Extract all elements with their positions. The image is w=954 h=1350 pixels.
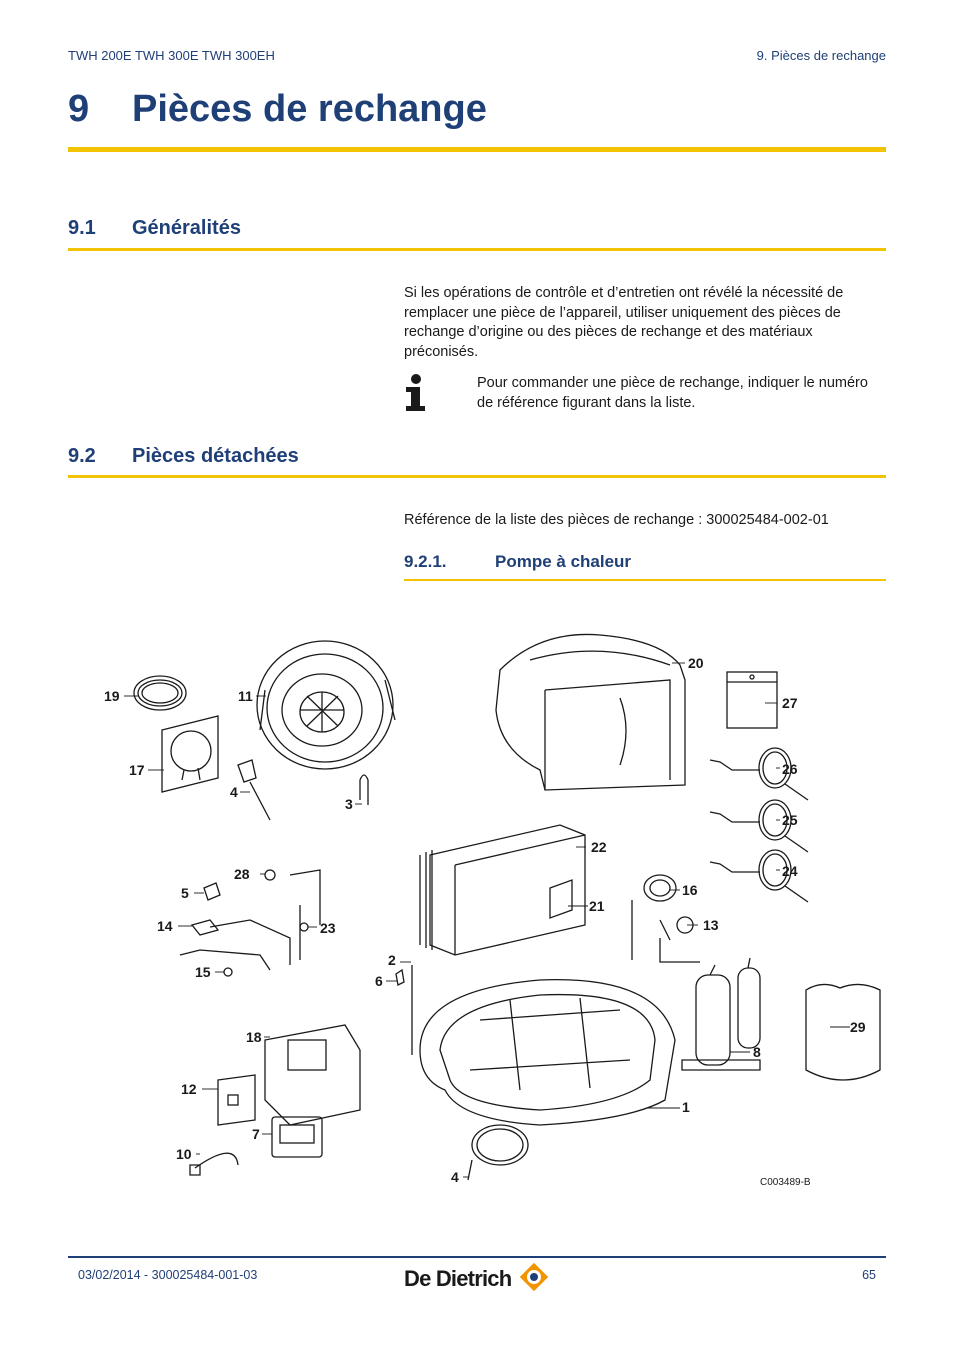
callout: 28 <box>234 866 250 882</box>
callout: 6 <box>375 973 383 989</box>
chapter-rule <box>68 147 886 152</box>
section-heading-pieces-detachees: 9.2 Pièces détachées <box>68 445 299 468</box>
callout: 11 <box>238 688 253 704</box>
brand-logo: De Dietrich <box>404 1262 549 1292</box>
callout: 25 <box>782 812 798 828</box>
callout: 12 <box>181 1081 197 1097</box>
subsection-rule <box>404 579 886 581</box>
parts-list-reference: Référence de la liste des pièces de rech… <box>404 512 829 528</box>
subsection-heading-pompe: 9.2.1. Pompe à chaleur <box>404 552 631 572</box>
info-note-text: Pour commander une pièce de rechange, in… <box>477 375 868 411</box>
subsection-number: 9.2.1. <box>404 552 447 571</box>
callout: 23 <box>320 920 336 936</box>
section-number: 9.1 <box>68 217 96 239</box>
section-title: Généralités <box>132 217 241 239</box>
chapter-number: 9 <box>68 88 90 130</box>
section-rule <box>68 475 886 478</box>
section-number: 9.2 <box>68 445 96 467</box>
running-header-chapter: 9. Pièces de rechange <box>756 48 886 63</box>
info-icon <box>404 374 428 412</box>
callout: 7 <box>252 1126 260 1142</box>
callout: 29 <box>850 1019 866 1035</box>
callout: 8 <box>753 1044 761 1060</box>
callout: 1 <box>682 1099 690 1115</box>
running-header-product: TWH 200E TWH 300E TWH 300EH <box>68 48 275 63</box>
callout: 21 <box>589 898 605 914</box>
generalites-paragraph: Si les opérations de contrôle et d’entre… <box>404 285 844 360</box>
section-heading-generalites: 9.1 Généralités <box>68 217 241 240</box>
section-rule <box>68 248 886 251</box>
callout: 14 <box>157 918 173 934</box>
callout: 17 <box>129 762 145 778</box>
callout: 4 <box>230 784 238 800</box>
callout: 16 <box>682 882 698 898</box>
callout: 5 <box>181 885 189 901</box>
brand-name: De Dietrich <box>404 1266 512 1291</box>
chapter-title-text: Pièces de rechange <box>132 88 487 130</box>
brand-emblem-icon <box>519 1262 548 1292</box>
page-number: 65 <box>862 1268 876 1282</box>
subsection-title: Pompe à chaleur <box>495 552 632 571</box>
callout: 2 <box>388 952 396 968</box>
callout: 3 <box>345 796 353 812</box>
footer-date-ref: 03/02/2014 - 300025484-001-03 <box>78 1268 258 1282</box>
callout: 18 <box>246 1029 262 1045</box>
callout: 22 <box>591 839 607 855</box>
callout: 27 <box>782 695 798 711</box>
section-title: Pièces détachées <box>132 445 299 467</box>
callout: 13 <box>703 917 719 933</box>
figure-reference: C003489-B <box>760 1177 811 1188</box>
callout: 10 <box>176 1146 192 1162</box>
callout: 20 <box>688 655 704 671</box>
callout: 4 <box>451 1169 459 1185</box>
exploded-parts-drawing: 19 17 11 4 3 20 27 26 25 24 22 21 16 13 … <box>60 620 894 1200</box>
callout: 19 <box>104 688 120 704</box>
callout: 15 <box>195 964 211 980</box>
callout: 26 <box>782 761 798 777</box>
callout: 24 <box>782 863 798 879</box>
chapter-title: 9 Pièces de rechange <box>68 88 487 131</box>
footer-rule <box>68 1256 886 1258</box>
